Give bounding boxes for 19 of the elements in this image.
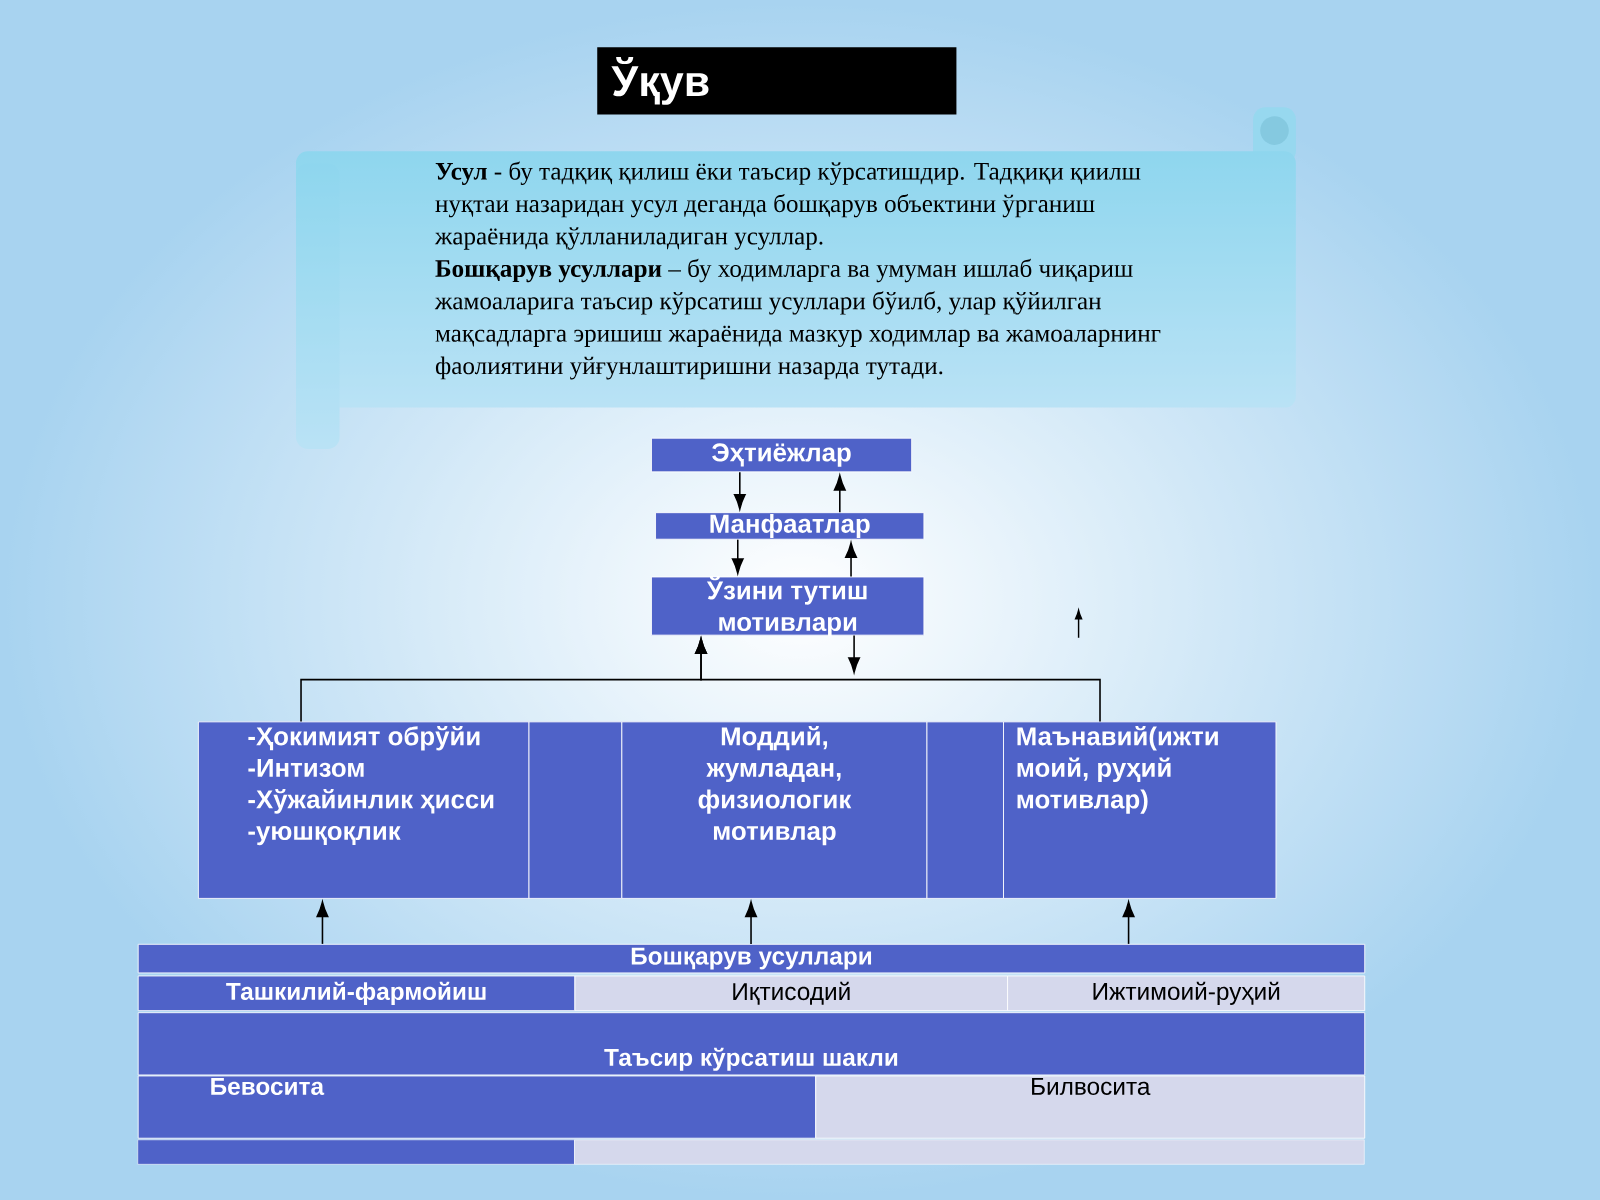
arrow bbox=[745, 901, 757, 945]
empty-box bbox=[926, 721, 1004, 899]
table-cell: Иқтисодий bbox=[574, 975, 1008, 1012]
arrow bbox=[731, 538, 744, 574]
table-cell: Ижтимоий-руҳий bbox=[1007, 975, 1366, 1012]
empty-box bbox=[528, 721, 623, 899]
arrow bbox=[845, 542, 857, 578]
process-box: Манфаатлар bbox=[655, 512, 925, 540]
table-cell: Ташкилий-фармойиш bbox=[137, 975, 576, 1012]
arrow bbox=[833, 474, 846, 514]
arrow bbox=[733, 471, 746, 510]
arrow bbox=[316, 901, 329, 945]
process-box: Эҳтиёжлар bbox=[651, 437, 913, 473]
title-box: Ўқув bbox=[597, 47, 957, 115]
arrow bbox=[1122, 901, 1135, 945]
arrow bbox=[695, 638, 1101, 723]
arrow bbox=[848, 634, 861, 673]
process-box: Ўзини тутиш мотивлари bbox=[651, 575, 925, 637]
table-cell: Билвосита bbox=[815, 1075, 1366, 1139]
